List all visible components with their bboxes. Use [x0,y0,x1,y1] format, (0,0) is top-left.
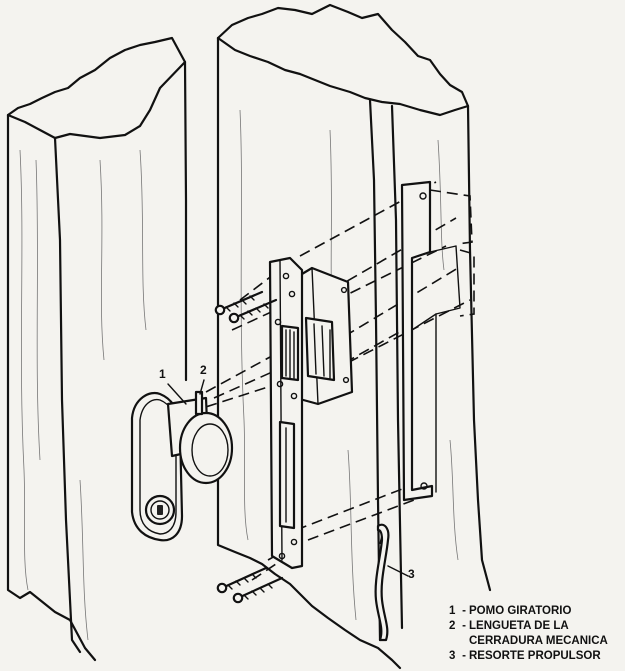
callout-2: 2 [200,363,207,377]
left-door-post [6,36,188,662]
latch-assembly [268,256,354,570]
legend-label: LENGUETA DE LA [469,620,569,632]
legend-label: CERRADURA MECANICA [469,635,608,647]
screws [214,290,284,604]
legend-number: 3 [449,650,456,662]
callout-3: 3 [408,567,415,581]
legend-item-1: 1 - POMO GIRATORIO [449,605,572,617]
legend-number: 2 [449,620,456,632]
legend-item-2: 2 - LENGUETA DE LA [449,620,569,632]
spring [374,523,390,642]
callout-1: 1 [159,367,166,381]
screw-top-2 [228,298,278,324]
callout-leaders [167,379,409,577]
legend-label: RESORTE PROPULSOR [469,650,601,662]
screw-bottom-1 [216,566,268,594]
legend-number: 1 [449,605,456,617]
legend-label: POMO GIRATORIO [469,605,572,617]
legend-item-3: 3 - RESORTE PROPULSOR [449,650,601,662]
strike-plate [400,180,475,502]
legend-item-2-cont: CERRADURA MECANICA [449,634,608,649]
knob-assembly [130,390,234,542]
screw-top-1 [214,290,264,316]
screw-bottom-2 [232,576,284,604]
right-door-frame [216,3,492,670]
legend: 1 - POMO GIRATORIO 2 - LENGUETA DE LA CE… [449,604,608,664]
